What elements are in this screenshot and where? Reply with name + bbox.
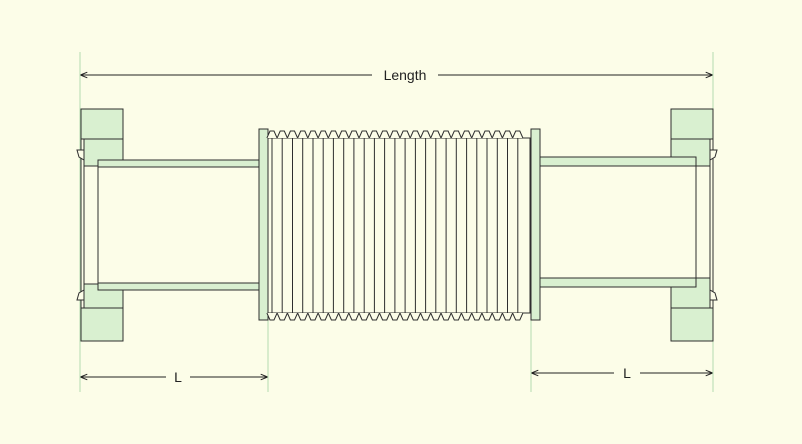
right-flange: [670, 108, 718, 342]
bellows-crest-bottom: [358, 312, 370, 321]
bellows-crest-top: [491, 130, 503, 139]
bellows-crest-top: [266, 130, 278, 139]
bellows-crest-top: [327, 130, 340, 139]
left-pipe-outer: [97, 159, 269, 291]
bellows-crest-bottom: [297, 312, 309, 321]
bellows-crest-bottom: [409, 312, 421, 321]
bellows-crest-bottom: [440, 312, 452, 321]
bellows-crest-bottom: [348, 312, 360, 321]
bellows-crest-bottom: [399, 312, 411, 321]
bellows-crest-bottom: [266, 312, 278, 321]
bellows-crest-top: [307, 130, 319, 139]
bellows-crest-bottom: [338, 312, 350, 321]
bellows-crest-bottom: [307, 312, 319, 321]
bellows-crest-bottom: [471, 312, 483, 321]
left-flange-lower-face: [80, 307, 124, 342]
overall-length-label: Length: [384, 67, 427, 83]
left-flange-upper-face: [80, 108, 124, 140]
bellows-crest-top: [512, 130, 524, 139]
bellows-left-collar: [258, 128, 269, 321]
bellows-crest-bottom: [379, 312, 391, 321]
overall-length-dimension: Length: [81, 67, 712, 83]
bellows-crest-bottom: [368, 312, 380, 321]
bellows-crest-bottom: [450, 312, 462, 321]
left-l-label: L: [174, 369, 182, 385]
left-pipe-lower-wall: [97, 282, 269, 291]
bellows-crest-top: [389, 130, 401, 139]
bellows-body: [267, 137, 531, 314]
bellows-crest-bottom: [430, 312, 442, 321]
bellows-crest-bottom: [512, 312, 524, 321]
bellows-crest-top: [338, 130, 350, 139]
bellows-crest-bottom: [481, 312, 493, 321]
right-gasket-notch-top: [709, 149, 718, 161]
bellows-crest-bottom: [327, 312, 340, 321]
bellows-crest-bottom: [389, 312, 401, 321]
left-flange: [76, 108, 124, 342]
bellows-crest-top: [481, 130, 493, 139]
bellows-crest-top: [420, 130, 432, 139]
bellows: [258, 128, 541, 321]
bellows-crest-top: [460, 130, 473, 139]
bellows-crest-bottom: [276, 312, 288, 321]
left-gasket-strip: [80, 138, 85, 309]
right-flange-lower-face: [670, 307, 714, 342]
bellows-crest-top: [358, 130, 370, 139]
bellows-crest-top: [409, 130, 421, 139]
bellows-crest-top: [379, 130, 391, 139]
bellows-crest-bottom: [501, 312, 514, 321]
bellows-crest-top: [501, 130, 514, 139]
bellows-crest-top: [348, 130, 360, 139]
bellows-crest-top: [471, 130, 483, 139]
right-pipe-upper-wall: [539, 156, 697, 167]
bellows-crest-bottom: [317, 312, 329, 321]
bellows-crest-top: [440, 130, 452, 139]
right-gasket-notch-bottom: [709, 289, 718, 301]
right-pipe: [539, 156, 697, 288]
left-gasket-notch-top: [76, 149, 85, 161]
right-flange-upper-lug: [670, 108, 714, 140]
bellows-crest-top: [286, 130, 299, 139]
bellows-crest-bottom: [286, 312, 299, 321]
right-l-dimension: L: [532, 365, 712, 381]
bellows-crest-bottom: [420, 312, 432, 321]
right-pipe-lower-wall: [539, 277, 697, 288]
left-pipe: [97, 159, 269, 291]
bellows-crest-top: [430, 130, 442, 139]
left-pipe-upper-wall: [97, 159, 269, 168]
right-pipe-outer: [539, 159, 697, 284]
bellows-crest-top: [317, 130, 329, 139]
left-l-dimension: L: [81, 369, 267, 385]
bellows-crest-top: [399, 130, 411, 139]
bellows-crest-top: [276, 130, 288, 139]
bellows-crest-bottom: [460, 312, 473, 321]
bellows-convolutions: [266, 130, 524, 321]
bellows-crest-bottom: [491, 312, 503, 321]
left-gasket-notch-bottom: [76, 289, 85, 301]
bellows-crest-top: [450, 130, 462, 139]
bellows-right-collar: [530, 128, 541, 321]
right-gasket-strip: [709, 138, 714, 309]
bellows-crest-top: [297, 130, 309, 139]
bellows-crest-top: [368, 130, 380, 139]
right-l-label: L: [623, 365, 631, 381]
